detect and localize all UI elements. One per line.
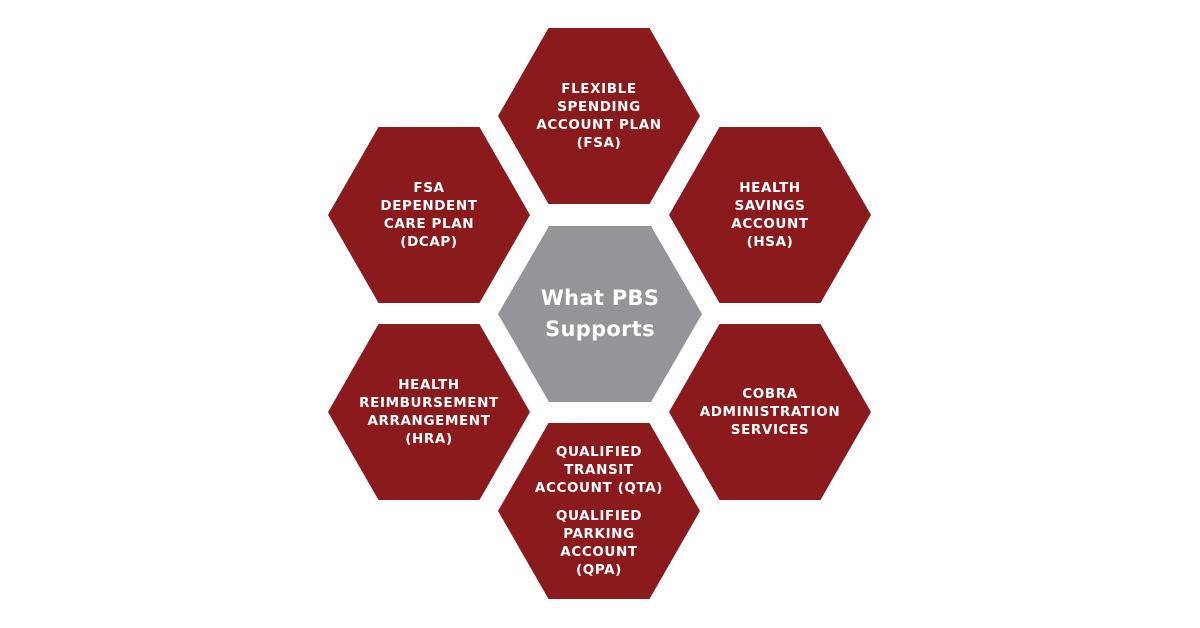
hexagon-qta-label: QUALIFIED TRANSIT ACCOUNT (QTA) xyxy=(534,444,664,496)
hexagon-fsa: FLEXIBLE SPENDING ACCOUNT PLAN (FSA) xyxy=(498,28,700,204)
hexagon-dcap-label: FSA DEPENDENT CARE PLAN (DCAP) xyxy=(380,180,478,250)
hexagon-dcap: FSA DEPENDENT CARE PLAN (DCAP) xyxy=(328,127,530,303)
hexagon-qta-qpa: QUALIFIED TRANSIT ACCOUNT (QTA) QUALIFIE… xyxy=(498,423,700,599)
hexagon-cobra-label: COBRA ADMINISTRATION SERVICES xyxy=(699,386,841,438)
hexagon-qpa-label: QUALIFIED PARKING ACCOUNT (QPA) xyxy=(555,508,643,578)
hexagon-center: What PBS Supports xyxy=(498,226,702,402)
hexagon-hra: HEALTH REIMBURSEMENT ARRANGEMENT (HRA) xyxy=(328,324,530,500)
hexagon-hra-label: HEALTH REIMBURSEMENT ARRANGEMENT (HRA) xyxy=(359,377,499,447)
hexagon-fsa-label: FLEXIBLE SPENDING ACCOUNT PLAN (FSA) xyxy=(536,81,662,151)
hexagon-hsa: HEALTH SAVINGS ACCOUNT (HSA) xyxy=(669,127,871,303)
center-label: What PBS Supports xyxy=(540,286,660,341)
hexagon-cobra: COBRA ADMINISTRATION SERVICES xyxy=(669,324,871,500)
hexagon-hsa-label: HEALTH SAVINGS ACCOUNT (HSA) xyxy=(731,180,809,250)
